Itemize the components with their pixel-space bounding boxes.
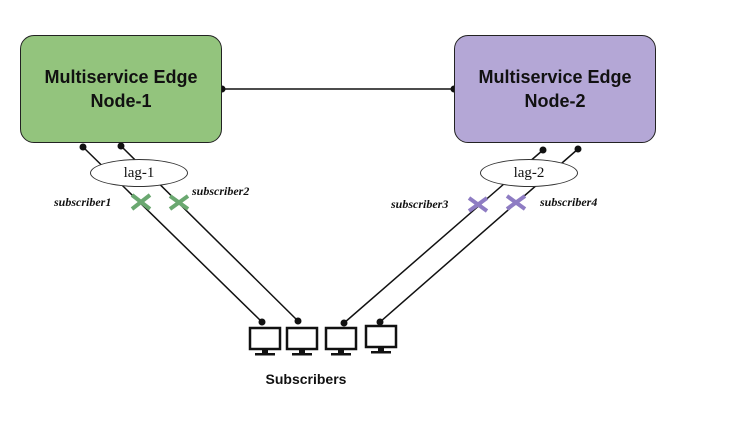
- subscriber2-label: subscriber2: [192, 184, 250, 198]
- subscriber2-x-marker: [168, 194, 190, 211]
- multiservice-edge-node-2: Multiservice Edge Node-2: [454, 35, 656, 143]
- multiservice-edge-node-1: Multiservice Edge Node-1: [20, 35, 222, 143]
- endpoint-dot: [294, 317, 302, 325]
- endpoint-dot: [539, 146, 547, 154]
- monitor-icon: [248, 326, 282, 356]
- subscribers-caption: Subscribers: [265, 371, 347, 387]
- subscriber4-x-marker: [505, 194, 527, 211]
- node-2-title-line1: Multiservice Edge: [478, 67, 632, 87]
- subscriber1-label: subscriber1: [54, 195, 112, 209]
- endpoint-dot: [258, 318, 266, 326]
- subscriber3-label: subscriber3: [391, 197, 449, 211]
- node-1-title-line2: Node-1: [90, 91, 152, 111]
- subscriber1-x-marker: [130, 193, 152, 211]
- node-2-title-line2: Node-2: [524, 91, 586, 111]
- subscriber3-x-marker: [467, 196, 489, 213]
- endpoint-dot: [574, 145, 582, 153]
- endpoint-dot: [340, 319, 348, 327]
- endpoint-dot: [376, 318, 384, 326]
- monitor-icon: [324, 326, 358, 356]
- subscriber4-label: subscriber4: [540, 195, 598, 209]
- endpoint-dot: [117, 142, 125, 150]
- lag-1-ellipse: lag-1: [90, 159, 188, 187]
- lag-2-ellipse: lag-2: [480, 159, 578, 187]
- endpoint-dot: [79, 143, 87, 151]
- monitor-icon: [285, 326, 319, 356]
- node-1-title-line1: Multiservice Edge: [44, 67, 198, 87]
- monitor-icon: [364, 324, 398, 354]
